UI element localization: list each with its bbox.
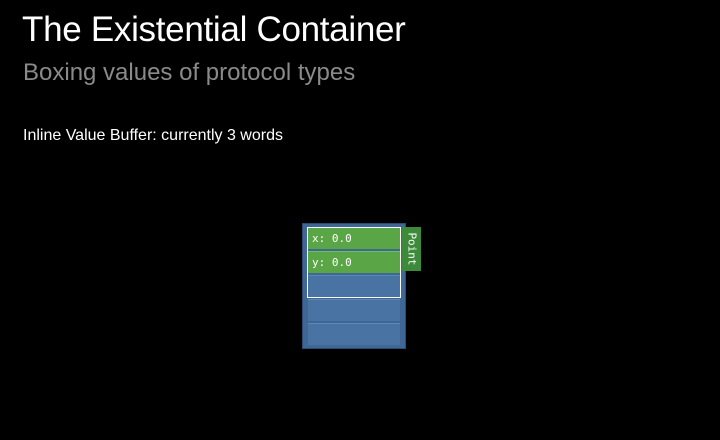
inline-buffer-caption: Inline Value Buffer: currently 3 words <box>23 127 283 144</box>
existential-container: x: 0.0 y: 0.0 <box>302 223 406 349</box>
cell-value-y: y: 0.0 <box>312 256 352 269</box>
slide-subtitle: Boxing values of protocol types <box>23 59 356 86</box>
container-cell-y: y: 0.0 <box>308 251 400 273</box>
container-cell-4 <box>308 299 400 321</box>
point-type-tag: Point <box>402 227 421 271</box>
container-cell-x: x: 0.0 <box>308 227 400 249</box>
slide-title: The Existential Container <box>22 10 406 49</box>
point-type-label: Point <box>405 232 418 266</box>
container-cell-buffer-empty <box>308 275 400 297</box>
container-cell-5 <box>308 323 400 345</box>
cell-value-x: x: 0.0 <box>312 232 352 245</box>
